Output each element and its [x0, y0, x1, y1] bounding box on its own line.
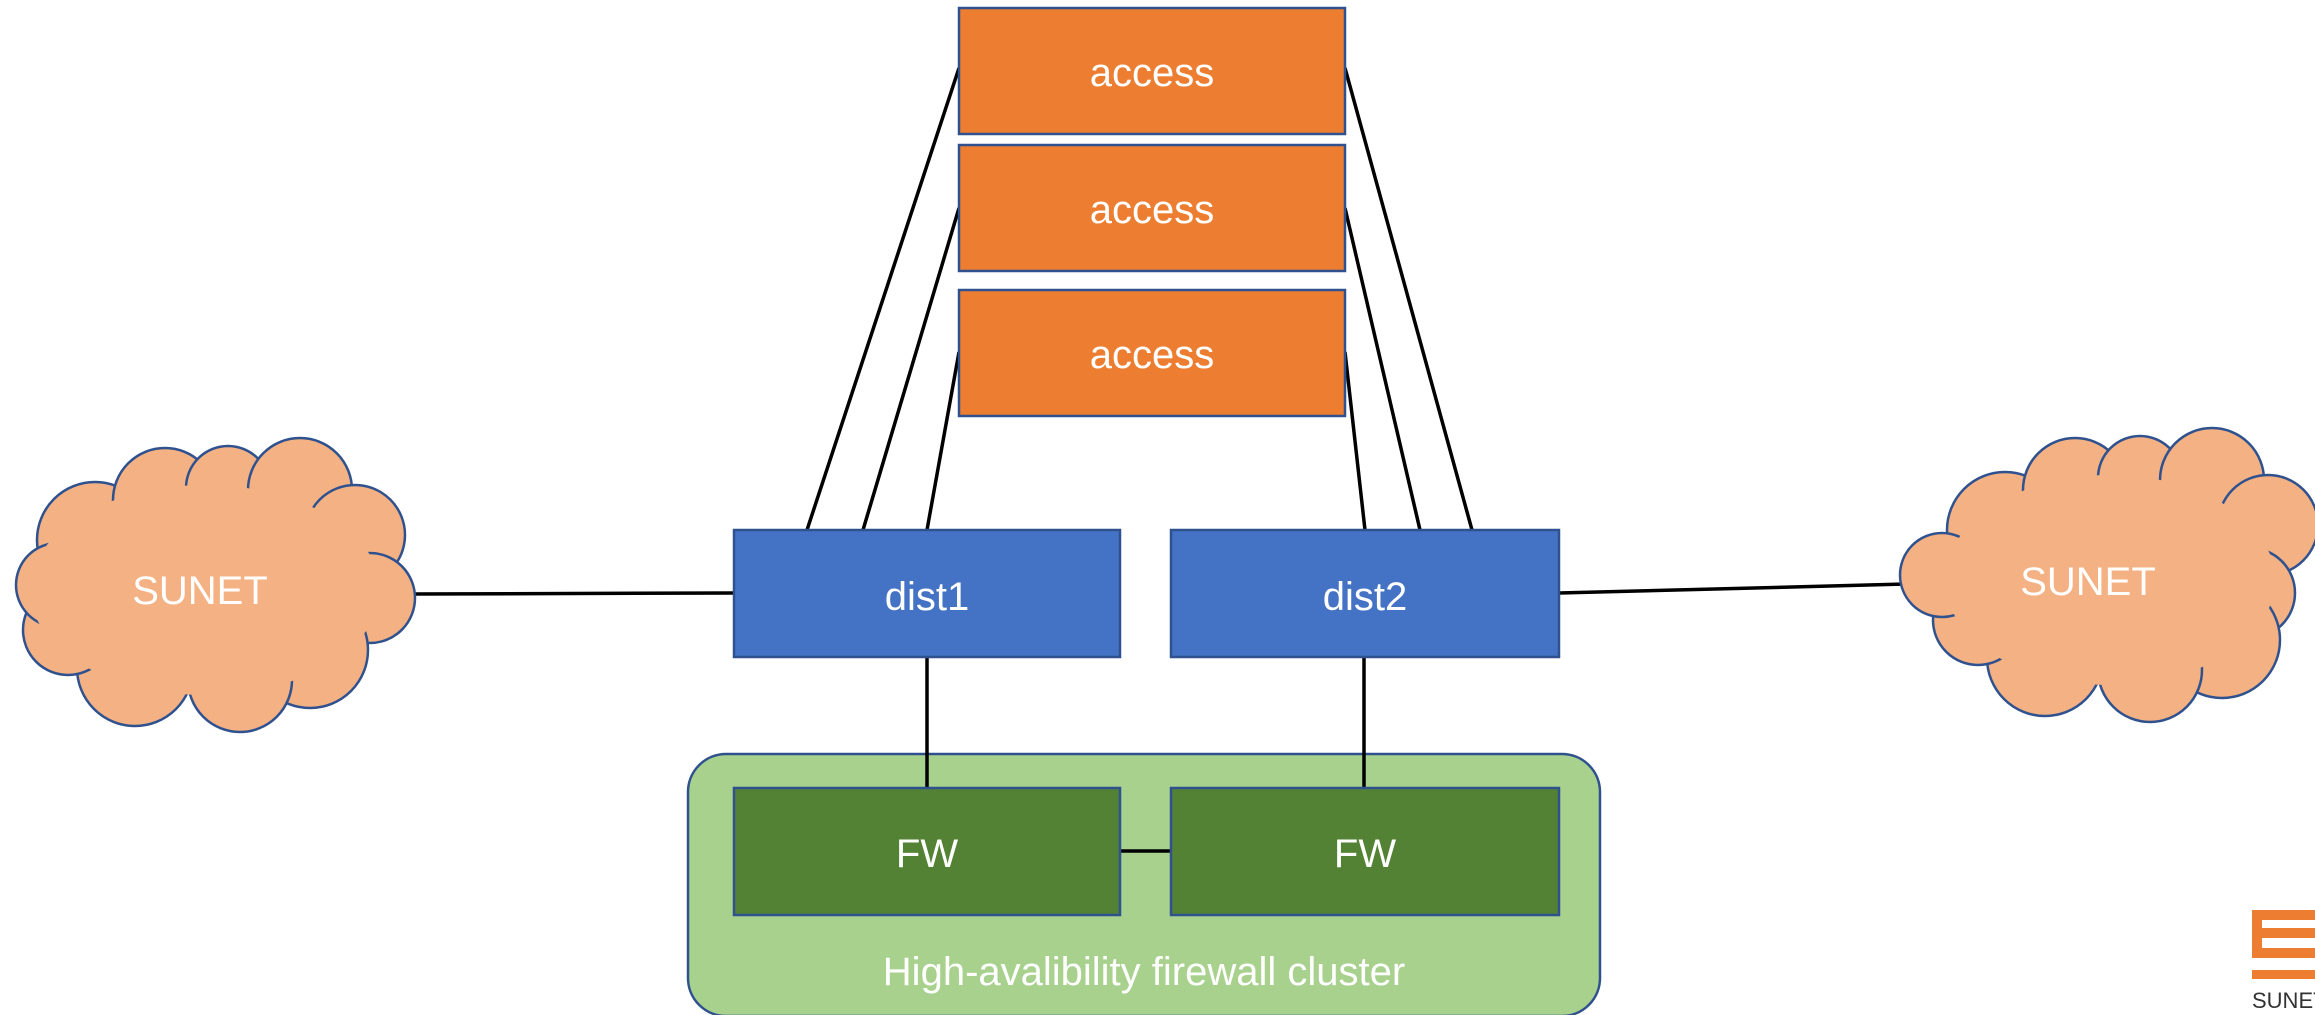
access-switch-3: access [957, 288, 1347, 418]
link-access1-dist2 [1343, 67, 1474, 531]
link-dist2-cloud-right [1558, 582, 1909, 595]
access-switch-2: access [957, 143, 1347, 273]
access-label: access [1090, 333, 1215, 377]
sunet-cloud-left: SUNET [14, 436, 417, 734]
dist-label: dist1 [885, 575, 970, 619]
access-label: access [1090, 51, 1215, 95]
link-access1-dist1 [805, 67, 961, 531]
ha-cluster-label: High-avalibility firewall cluster [883, 950, 1405, 994]
link-access2-dist1 [861, 207, 961, 531]
sunet-logo: SUNET [2252, 910, 2315, 1013]
cloud-label: SUNET [2020, 560, 2156, 604]
sunet-logo-text: SUNET [2252, 988, 2315, 1013]
sunet-cloud-right: SUNET [1898, 426, 2315, 724]
link-access3-dist1 [925, 351, 961, 531]
link-access2-dist2 [1343, 207, 1422, 531]
access-switch-1: access [957, 6, 1347, 136]
firewall-2: FW [1169, 786, 1561, 917]
links [411, 67, 1909, 853]
sunet-logo-mark-icon [2252, 910, 2315, 958]
fw-label: FW [1334, 832, 1396, 876]
link-cloud-left-dist1 [411, 591, 735, 596]
cloud-label: SUNET [132, 569, 268, 613]
link-access3-dist2 [1343, 351, 1367, 531]
dist-switch-2: dist2 [1169, 528, 1561, 659]
access-label: access [1090, 188, 1215, 232]
firewall-1: FW [732, 786, 1122, 917]
dist-label: dist2 [1323, 575, 1408, 619]
fw-label: FW [896, 832, 958, 876]
dist-switch-1: dist1 [732, 528, 1122, 659]
